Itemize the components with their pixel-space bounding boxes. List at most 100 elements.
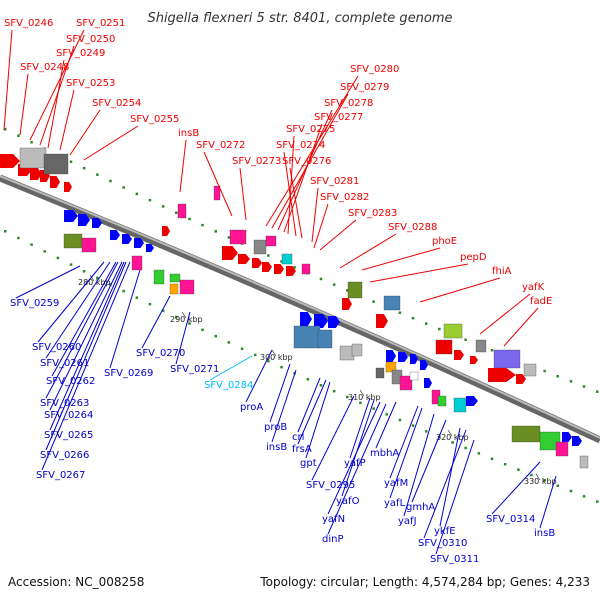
gene-arrow <box>572 436 582 446</box>
leader-line <box>361 247 441 271</box>
leader-line <box>311 187 319 243</box>
guide-dot <box>148 198 152 202</box>
guide-dot <box>464 446 467 450</box>
gene-label: fhiA <box>492 266 512 277</box>
map-title: Shigella flexneri 5 str. 8401, complete … <box>147 11 452 26</box>
gene-label: gpt <box>300 458 317 469</box>
gene-arrow <box>64 210 78 222</box>
gene-arrow <box>398 352 408 362</box>
gene-arrow <box>410 354 418 364</box>
gene-label: SFV_0277 <box>314 112 363 123</box>
gene-label: SFV_0271 <box>170 364 219 375</box>
guide-dot <box>490 349 494 352</box>
leader-line <box>313 203 329 249</box>
leader-line <box>491 461 541 515</box>
leader-line <box>289 167 303 239</box>
leader-line <box>369 263 469 283</box>
guide-dot <box>254 353 257 357</box>
guide-dot <box>411 316 415 320</box>
leader-line <box>271 369 297 443</box>
gene-label: SFV_0310 <box>418 538 467 549</box>
gene-block <box>523 363 537 377</box>
gene-block <box>435 339 453 355</box>
gene-block <box>347 281 363 299</box>
guide-dot <box>596 500 599 503</box>
gene-block <box>63 233 83 249</box>
gene-label: crl <box>292 432 304 443</box>
guide-dot <box>267 359 270 363</box>
gene-arrow <box>314 314 328 328</box>
leader-line <box>435 439 475 555</box>
leader-line <box>3 29 13 131</box>
leader-line <box>349 397 371 459</box>
gene-label: SFV_0273 <box>232 156 281 167</box>
gene-label: SFV_0295 <box>306 480 355 491</box>
guide-dot <box>4 128 7 131</box>
gene-label: SFV_0279 <box>340 82 389 93</box>
leader-line <box>539 475 557 529</box>
leader-line <box>69 109 101 156</box>
tick-label: 320 kbp <box>436 433 469 442</box>
gene-block <box>177 203 187 219</box>
leader-line <box>283 151 297 237</box>
leader-line <box>83 125 139 161</box>
gene-arrow <box>122 234 132 244</box>
guide-dot <box>438 327 441 331</box>
leader-line <box>277 109 333 231</box>
guide-dot <box>451 441 454 444</box>
gene-arrow <box>134 238 144 248</box>
gene-arrow <box>328 316 340 328</box>
guide-dot <box>569 380 573 383</box>
gene-label: SFV_0267 <box>36 470 85 481</box>
leader-line <box>45 261 111 359</box>
guide-dot <box>332 389 336 393</box>
gene-arrow <box>92 218 102 228</box>
gene-label: SFV_0270 <box>136 348 185 359</box>
leader-line <box>41 261 131 471</box>
tick-mark <box>447 429 453 437</box>
accession-text: Accession: NC_008258 <box>8 575 144 589</box>
gene-arrow <box>454 350 464 360</box>
gene-label: SFV_0250 <box>66 34 115 45</box>
guide-dot <box>477 452 481 455</box>
gene-arrow <box>162 226 170 236</box>
leader-line <box>47 59 65 149</box>
gene-arrow <box>386 350 396 362</box>
gene-label: yafL <box>384 498 406 509</box>
guide-dot <box>319 277 323 281</box>
tick-mark <box>359 389 365 397</box>
guide-dot <box>411 424 415 427</box>
guide-dot <box>69 160 73 163</box>
guide-dot <box>188 217 191 221</box>
leader-line <box>305 381 331 459</box>
leader-line <box>389 407 423 499</box>
gene-label: SFV_0260 <box>32 342 81 353</box>
backbone-highlight <box>0 175 600 439</box>
gene-label: SFV_0259 <box>10 298 59 309</box>
gene-block <box>383 295 401 311</box>
guide-dot <box>56 256 60 260</box>
gene-label: yafJ <box>398 516 417 527</box>
guide-dot <box>201 223 204 227</box>
guide-dot <box>30 243 33 246</box>
guide-dot <box>372 300 375 303</box>
tick-label: 310 kbp <box>348 393 381 402</box>
guide-dot <box>280 365 283 369</box>
gene-label: yafM <box>384 478 408 489</box>
leader-line <box>311 395 355 481</box>
gene-block <box>579 455 589 469</box>
gene-block <box>43 153 69 175</box>
genome-summary-text: Topology: circular; Length: 4,574,284 bp… <box>259 575 590 589</box>
leader-line <box>109 269 141 369</box>
gene-arrow <box>424 378 432 388</box>
leader-line <box>49 261 125 431</box>
gene-label: SFV_0283 <box>348 208 397 219</box>
gene-block <box>437 395 447 407</box>
gene-arrow <box>50 176 60 188</box>
gene-label: insB <box>534 528 555 539</box>
guide-dot <box>385 413 388 416</box>
gene-features <box>0 147 589 469</box>
